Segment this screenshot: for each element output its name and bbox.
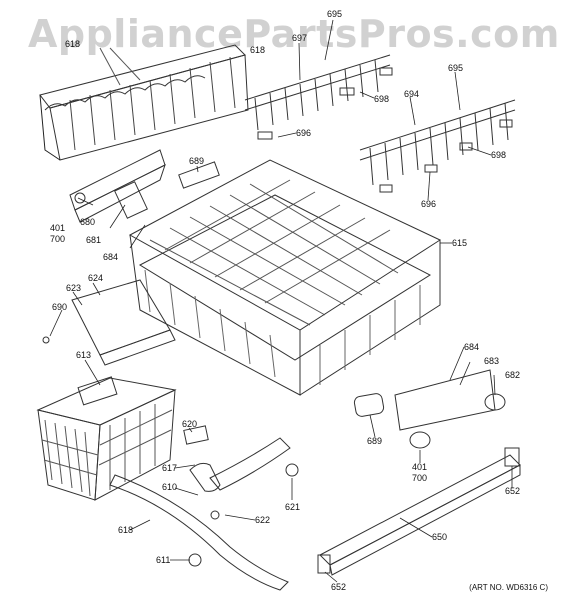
callout-618: 618	[250, 45, 266, 55]
callout-610: 610	[162, 482, 178, 492]
silverware-rack-upper-left	[40, 45, 248, 160]
callout-652: 652	[505, 486, 521, 496]
rack-rail-bracket	[43, 280, 175, 365]
art-number: (ART NO. WD6316 C)	[469, 583, 548, 592]
callout-401: 401	[412, 462, 428, 472]
callout-620: 620	[182, 419, 198, 429]
callout-650: 650	[432, 532, 448, 542]
callout-698: 698	[491, 150, 507, 160]
spray-arm-assembly	[110, 426, 298, 590]
callout-697: 697	[292, 33, 308, 43]
callout-615: 615	[452, 238, 468, 248]
watermark: AppliancePartsPros.com	[28, 12, 560, 56]
silverware-basket	[38, 377, 175, 500]
callout-695: 695	[448, 63, 464, 73]
callout-684: 684	[464, 342, 480, 352]
callout-700: 700	[50, 234, 66, 244]
callout-621: 621	[285, 502, 301, 512]
callout-695: 695	[327, 9, 343, 19]
callout-623: 623	[66, 283, 82, 293]
callout-690: 690	[52, 302, 68, 312]
callout-622: 622	[255, 515, 271, 525]
callout-613: 613	[76, 350, 92, 360]
callout-700: 700	[412, 473, 428, 483]
tine-rows	[245, 55, 515, 192]
callout-617: 617	[162, 463, 178, 473]
callout-689: 689	[367, 436, 383, 446]
leader-lines	[50, 20, 512, 582]
callout-401: 401	[50, 223, 66, 233]
upper-dish-rack	[130, 160, 440, 395]
callout-618: 618	[65, 39, 81, 49]
callout-684: 684	[103, 252, 119, 262]
callout-680: 680	[80, 217, 96, 227]
callout-696: 696	[421, 199, 437, 209]
callout-611: 611	[156, 555, 171, 565]
callout-698: 698	[374, 94, 390, 104]
callout-696: 696	[296, 128, 312, 138]
callout-681: 681	[86, 235, 102, 245]
callout-618: 618	[118, 525, 134, 535]
callout-682: 682	[505, 370, 521, 380]
callout-652: 652	[331, 582, 347, 592]
callout-683: 683	[484, 356, 500, 366]
callout-689: 689	[189, 156, 205, 166]
side-bracket-assembly	[70, 150, 219, 222]
callout-694: 694	[404, 89, 420, 99]
callout-624: 624	[88, 273, 104, 283]
